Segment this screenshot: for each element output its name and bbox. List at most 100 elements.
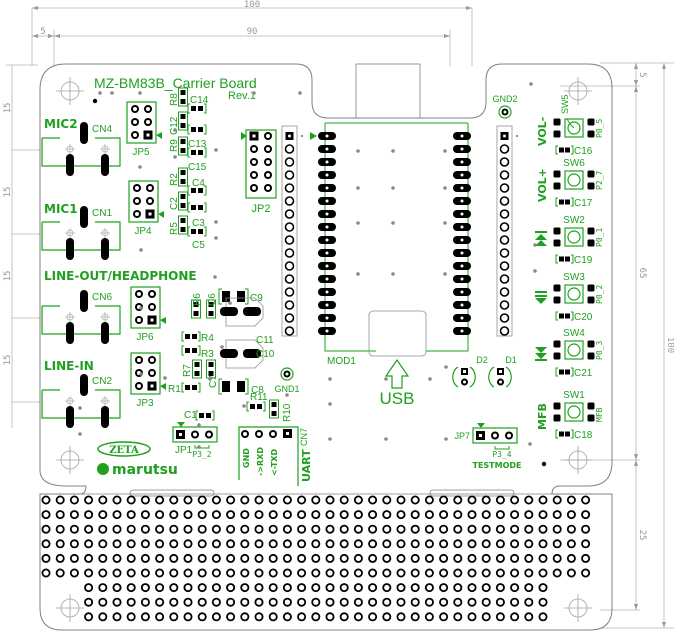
proto-hole xyxy=(481,583,491,593)
proto-hole xyxy=(552,495,562,505)
component-label: R4 xyxy=(201,333,214,344)
proto-hole xyxy=(581,495,591,505)
proto-hole xyxy=(268,597,278,607)
pad-hole xyxy=(146,133,150,137)
proto-hole xyxy=(382,524,392,534)
switch-pad xyxy=(553,118,561,126)
switch-body xyxy=(564,170,584,190)
proto-hole xyxy=(382,510,392,520)
component-label: C1 xyxy=(184,410,197,421)
connector-outline xyxy=(41,221,121,251)
proto-hole xyxy=(41,524,51,534)
pad-hole xyxy=(460,212,464,216)
header-outline xyxy=(496,125,513,337)
cap-label: C18 xyxy=(574,430,593,441)
smd-pad xyxy=(237,291,245,302)
dim-spacing-3: 15 xyxy=(3,271,13,282)
proto-hole xyxy=(126,495,136,505)
jumper-label: JP6 xyxy=(136,332,154,343)
proto-hole xyxy=(169,539,179,549)
switch-pad xyxy=(587,414,595,422)
proto-hole xyxy=(311,597,321,607)
smd-pad xyxy=(192,334,197,339)
pad-hole xyxy=(137,318,141,322)
via xyxy=(443,149,447,153)
proto-hole xyxy=(382,583,392,593)
switch-pad xyxy=(587,284,595,292)
proto-hole xyxy=(112,524,122,534)
switch-ref: SW3 xyxy=(563,272,585,283)
proto-hole xyxy=(453,553,463,563)
jumper-label: JP5 xyxy=(132,147,150,158)
proto-hole xyxy=(126,597,136,607)
proto-hole xyxy=(98,568,108,578)
proto-hole xyxy=(566,510,576,520)
proto-hole xyxy=(552,524,562,534)
smd-pad xyxy=(180,139,186,144)
proto-hole xyxy=(140,539,150,549)
proto-hole xyxy=(112,553,122,563)
proto-hole xyxy=(268,612,278,622)
smd-c3 xyxy=(187,202,207,213)
dim-spacing-4: 15 xyxy=(3,355,13,366)
switch-actuator xyxy=(567,121,581,135)
proto-hole xyxy=(495,524,505,534)
proto-hole xyxy=(268,510,278,520)
connector-pad xyxy=(101,406,109,428)
proto-hole xyxy=(495,568,505,578)
proto-slot-right xyxy=(429,489,515,497)
proto-hole xyxy=(424,568,434,578)
proto-hole xyxy=(98,524,108,534)
switch-pad xyxy=(553,182,561,190)
proto-hole xyxy=(566,568,576,578)
smd-pad xyxy=(271,411,277,416)
proto-hole xyxy=(98,495,108,505)
smd-bracket xyxy=(195,410,215,421)
smd-outline xyxy=(206,299,216,319)
pad-hole xyxy=(460,134,464,138)
pad-hole xyxy=(325,303,329,307)
play-pause-icon xyxy=(535,291,547,304)
proto-hole xyxy=(495,539,505,549)
proto-hole xyxy=(396,524,406,534)
proto-hole xyxy=(467,612,477,622)
gnd2-testpoint: GND2 xyxy=(492,94,518,119)
pad xyxy=(284,300,295,310)
proto-hole xyxy=(453,524,463,534)
connector-pad xyxy=(66,238,74,260)
pad-hole xyxy=(460,290,464,294)
via xyxy=(213,275,217,279)
smd-bracket xyxy=(218,378,249,395)
proto-hole xyxy=(325,568,335,578)
proto-hole xyxy=(55,539,65,549)
connector-pad xyxy=(80,122,88,144)
marutsu-logo: marutsu xyxy=(97,462,178,478)
proto-hole xyxy=(453,568,463,578)
proto-hole xyxy=(112,510,122,520)
icon-shape xyxy=(535,359,547,361)
uart-pin-gnd: GND xyxy=(242,448,251,468)
smd-pad xyxy=(194,371,200,376)
proto-hole xyxy=(396,597,406,607)
component-label: R2 xyxy=(169,173,180,186)
proto-hole xyxy=(524,612,534,622)
pad-hole xyxy=(252,147,256,151)
proto-hole xyxy=(325,553,335,563)
proto-hole xyxy=(69,510,79,520)
pad-hole xyxy=(325,277,329,281)
smd-outline xyxy=(178,111,188,131)
jumper-jp6: JP6 xyxy=(130,286,166,343)
via xyxy=(242,404,246,408)
uart-header-cn7: GND ->RXD <-TXD CN7 UART xyxy=(238,426,313,486)
via-large xyxy=(541,461,547,467)
proto-hole xyxy=(353,597,363,607)
icon-shape xyxy=(535,347,547,353)
proto-hole xyxy=(254,539,264,549)
pad-hole xyxy=(150,318,154,322)
jp1-header: JP1 P3_2 xyxy=(172,422,218,459)
smd-c13 xyxy=(187,124,207,135)
prototype-area xyxy=(41,495,591,622)
switch-pad xyxy=(587,118,595,126)
proto-hole xyxy=(396,612,406,622)
proto-hole xyxy=(268,553,278,563)
